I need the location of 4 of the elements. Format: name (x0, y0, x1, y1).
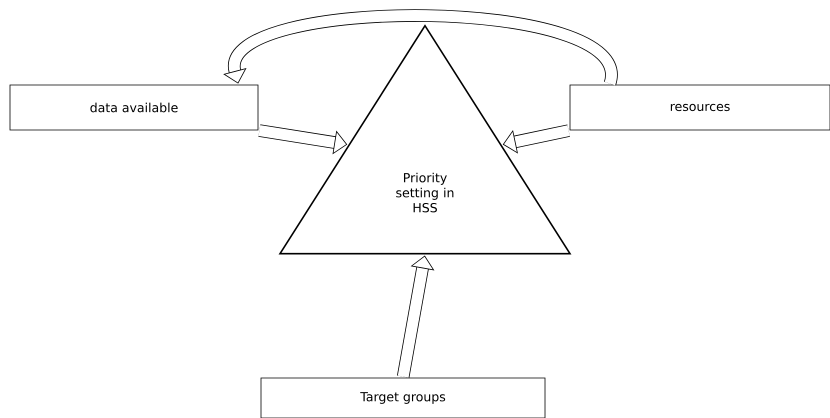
label-box: Target groups (260, 378, 546, 418)
label-box: resources (570, 84, 830, 130)
label-box: data available (10, 84, 258, 130)
block-arrow (502, 124, 570, 154)
